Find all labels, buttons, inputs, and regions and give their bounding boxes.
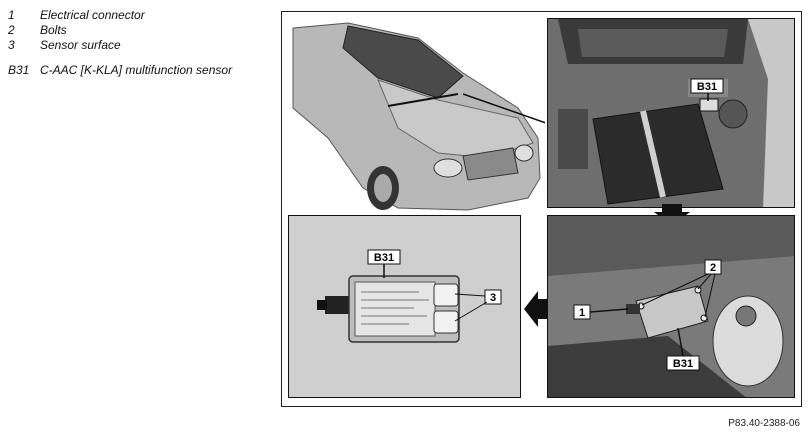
legend-component: B31 C-AAC [K-KLA] multifunction sensor (8, 63, 232, 78)
legend-text: Sensor surface (40, 38, 121, 52)
legend-item: 3 Sensor surface (8, 38, 232, 53)
callout-3: 3 (490, 292, 496, 304)
callout-b31: B31 (673, 358, 693, 370)
legend-number: 1 (8, 8, 15, 22)
component-text: C-AAC [K-KLA] multifunction sensor (40, 63, 233, 77)
legend: 1 Electrical connector 2 Bolts 3 Sensor … (8, 8, 232, 78)
sensor-unit-illustration: B31 3 (288, 215, 521, 398)
engine-bay-photo: B31 (547, 18, 795, 208)
callout-1: 1 (579, 307, 585, 319)
callout-2: 2 (710, 262, 716, 274)
callout-b31: B31 (697, 81, 717, 93)
car-illustration (288, 18, 545, 218)
figure-frame: B31 1 2 (281, 11, 802, 407)
legend-item: 2 Bolts (8, 23, 232, 38)
arrow-left-icon (524, 291, 548, 327)
figure-id: P83.40-2388-06 (728, 418, 800, 429)
component-code: B31 (8, 63, 30, 77)
legend-number: 2 (8, 23, 15, 37)
legend-number: 3 (8, 38, 15, 52)
sensor-closeup-photo: 1 2 B31 (547, 215, 795, 398)
legend-text: Bolts (40, 23, 67, 37)
legend-text: Electrical connector (40, 8, 145, 22)
callout-b31: B31 (374, 252, 394, 264)
legend-item: 1 Electrical connector (8, 8, 232, 23)
